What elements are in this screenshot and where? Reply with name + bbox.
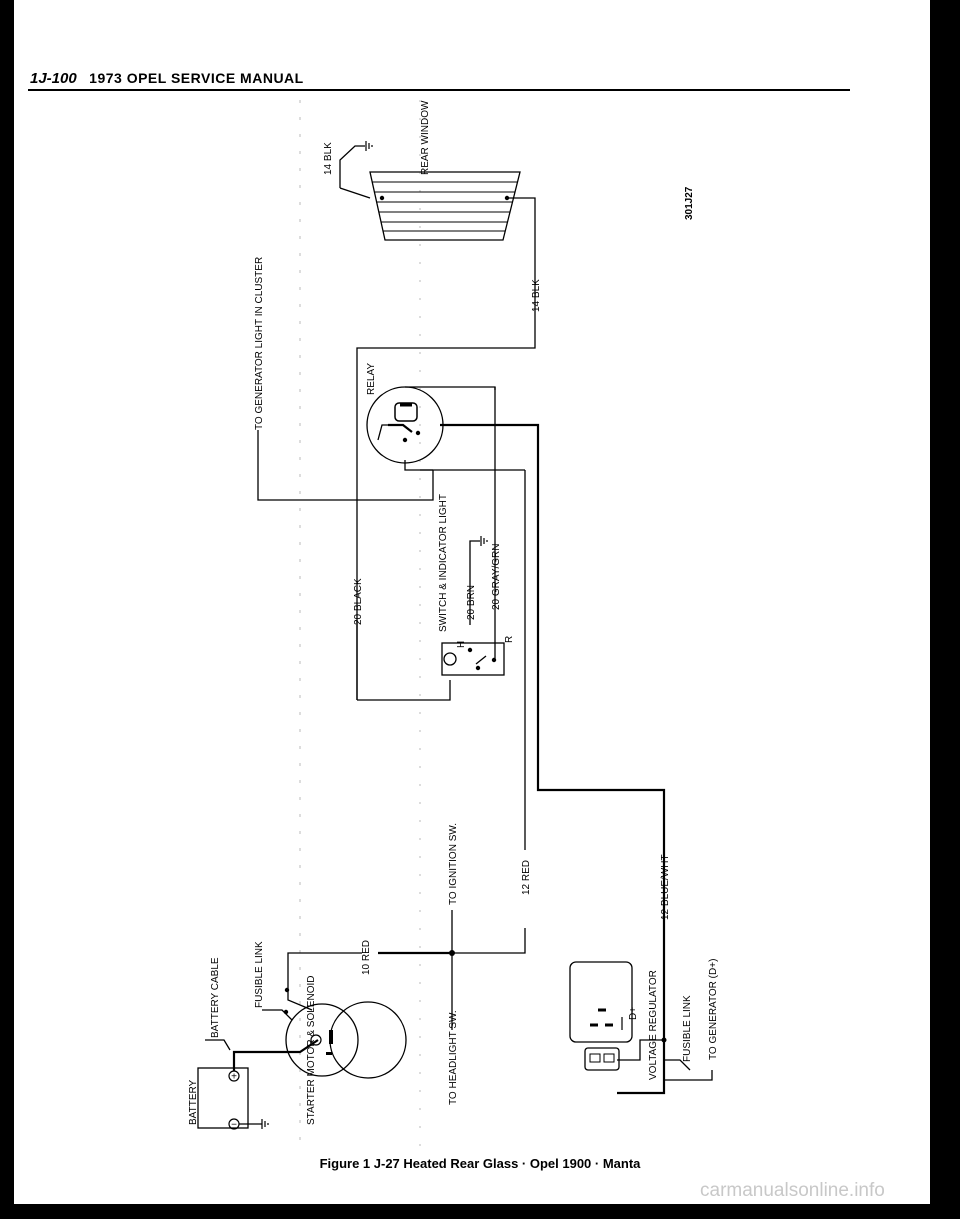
solenoid-contact	[329, 1030, 333, 1044]
ground-icon	[365, 141, 373, 151]
battery-box	[197, 1067, 249, 1129]
label-20-brn: 20 BRN	[466, 585, 477, 620]
rear-window-grid	[369, 171, 521, 241]
label-starter: STARTER MOTOR & SOLENOID	[306, 976, 317, 1125]
watermark: carmanualsonline.info	[700, 1180, 885, 1201]
label-to-generator-light: TO GENERATOR LIGHT IN CLUSTER	[254, 257, 265, 430]
switch-contact	[475, 655, 487, 665]
solenoid-circle	[285, 1003, 359, 1077]
label-to-generator: TO GENERATOR (D+)	[708, 959, 719, 1060]
label-rear-window: REAR WINDOW	[420, 100, 431, 175]
junction-dot	[283, 1009, 289, 1015]
relay-contact	[388, 423, 413, 433]
wire-20-brn	[469, 540, 480, 625]
relay-lead	[377, 424, 390, 441]
page-edge-bottom	[0, 1204, 960, 1219]
label-term-h: H	[456, 641, 467, 648]
figure-id: 301J27	[684, 186, 695, 220]
label-term-d: D+	[628, 1007, 639, 1020]
page-header: 1J-100 1973 OPEL SERVICE MANUAL	[30, 70, 304, 88]
rear-window-ground-lead	[339, 187, 371, 199]
manual-title: 1973 OPEL SERVICE MANUAL	[89, 70, 304, 86]
positive-sign: +	[231, 1072, 237, 1083]
label-14-blk: 14 BLK	[531, 279, 542, 312]
header-rule	[28, 89, 850, 91]
label-10-red: 10 RED	[361, 940, 372, 975]
label-12-red: 12 RED	[521, 860, 532, 895]
junction-dot	[284, 987, 290, 993]
negative-sign: −	[231, 1120, 237, 1131]
gen-light-wire	[257, 470, 434, 501]
page-edge-right	[930, 0, 960, 1219]
starter-motor-circle	[329, 1001, 407, 1079]
switch-box	[441, 642, 505, 676]
label-fusible-link-1: FUSIBLE LINK	[254, 941, 265, 1008]
label-14-blk-top: 14 BLK	[323, 142, 334, 175]
voltage-regulator-box	[569, 961, 633, 1043]
label-to-headlight: TO HEADLIGHT SW.	[448, 1010, 459, 1105]
battery-cable-leader	[205, 1039, 231, 1051]
wire-12-blue-wht	[617, 805, 666, 1095]
label-switch: SWITCH & INDICATOR LIGHT	[438, 494, 449, 632]
label-battery-cable: BATTERY CABLE	[210, 957, 221, 1038]
fusible-link-1-wire	[287, 952, 362, 1011]
ground-icon	[480, 536, 488, 546]
solenoid-terminal	[310, 1034, 322, 1046]
relay-coil	[394, 402, 418, 422]
wire-12-red-lower	[452, 928, 526, 954]
wire-20-black-left	[356, 320, 536, 700]
battery-cable-wire	[232, 1039, 319, 1071]
wire-20-black-switch	[357, 680, 451, 701]
page-number: 1J-100	[30, 70, 77, 87]
relay-out-wire	[440, 423, 666, 805]
figure-caption: Figure 1 J-27 Heated Rear Glass · Opel 1…	[319, 1156, 641, 1171]
solenoid-contact-2	[326, 1052, 332, 1055]
label-to-ignition: TO IGNITION SW.	[448, 823, 459, 905]
label-voltage-regulator: VOLTAGE REGULATOR	[648, 970, 659, 1080]
label-20-black: 20 BLACK	[353, 578, 364, 625]
label-20-gray-grn: 20 GRAY/GRN	[491, 544, 502, 611]
label-term-r: R	[504, 636, 515, 643]
fusible-link-2-leader	[664, 1059, 691, 1071]
regulator-d-wire	[617, 1039, 664, 1061]
page-edge-left	[0, 0, 14, 1219]
label-battery: BATTERY	[188, 1079, 199, 1125]
fusible-link-1-leader	[262, 1009, 293, 1021]
wire-14-blk-window	[507, 197, 536, 320]
regulator-plug	[584, 1047, 620, 1071]
wire-14-blk-ground	[339, 145, 365, 188]
relay-circle	[366, 386, 444, 464]
ground-icon	[261, 1119, 269, 1129]
labels-rotated: BATTERY BATTERY CABLE FUSIBLE LINK START…	[188, 100, 719, 1125]
indicator-lamp	[443, 652, 457, 666]
relay-bottom-wire	[404, 460, 433, 471]
label-12-blue-wht: 12 BLUE/WHT	[660, 854, 671, 920]
label-fusible-link-2: FUSIBLE LINK	[682, 995, 693, 1062]
label-relay: RELAY	[366, 363, 377, 395]
